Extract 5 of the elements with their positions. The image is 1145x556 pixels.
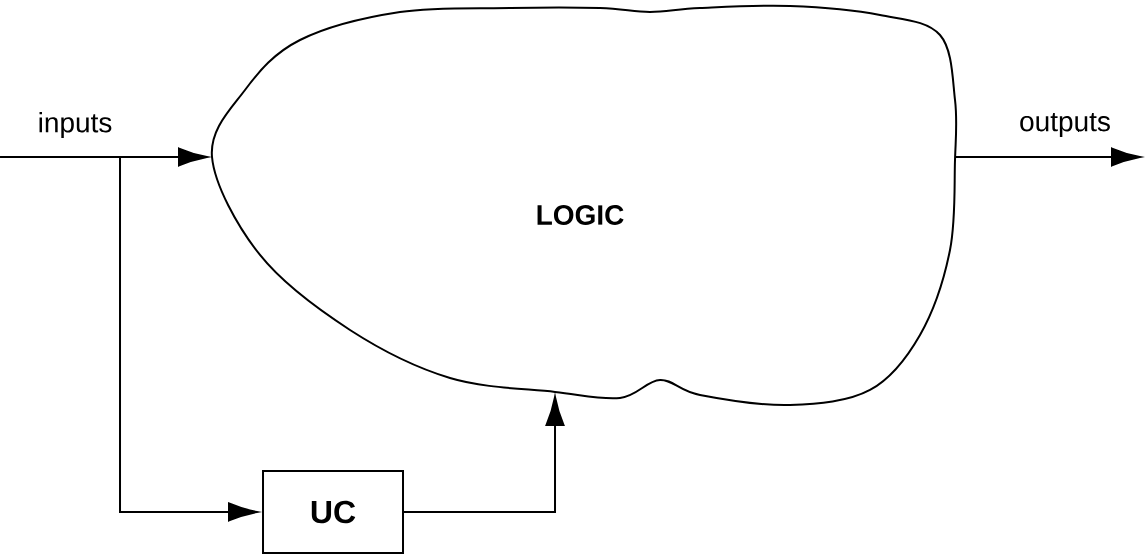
process-box: UC [262, 470, 404, 554]
arrow [0, 147, 208, 167]
edge-label: inputs [39, 111, 112, 139]
edge-label: outputs [1020, 113, 1110, 137]
arrow [403, 396, 565, 513]
